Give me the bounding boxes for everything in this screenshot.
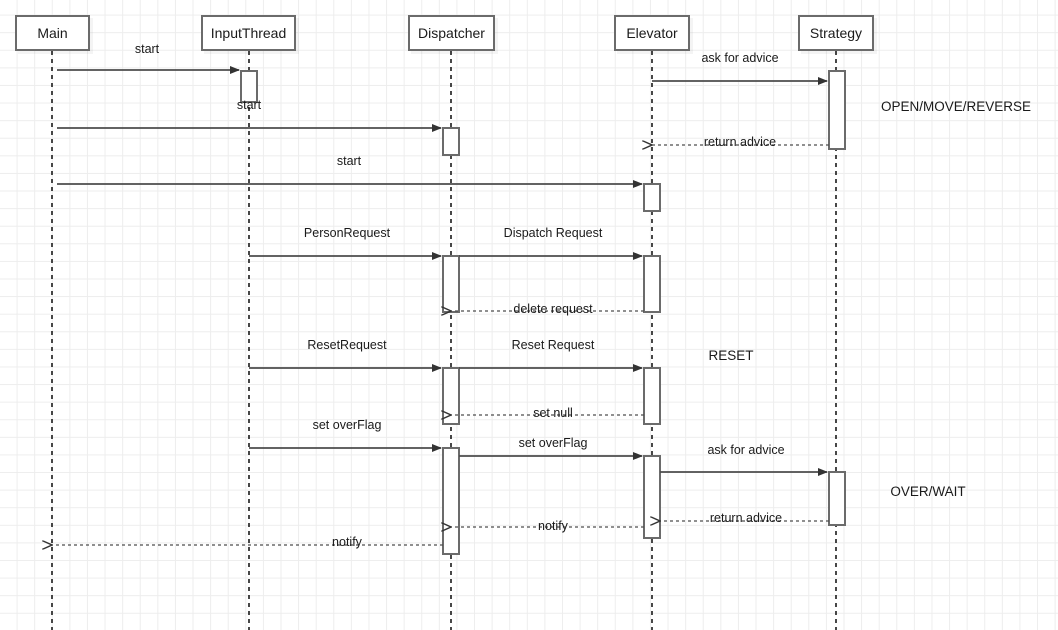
activation-elevator-dispatch [643, 255, 661, 313]
participant-label: Main [37, 25, 68, 41]
participant-box-inputthread[interactable]: InputThread [201, 15, 296, 51]
msg-set-null-label: set null [533, 406, 573, 420]
activation-strategy-advice-2 [828, 471, 846, 526]
activation-dispatcher-run [442, 127, 460, 156]
msg-start-inputthread-label: start [134, 42, 160, 56]
participant-box-dispatcher[interactable]: Dispatcher [408, 15, 495, 51]
msg-reset-request-label: ResetRequest [307, 338, 387, 352]
participant-label: Elevator [626, 25, 678, 41]
participant-box-elevator[interactable]: Elevator [614, 15, 690, 51]
activation-inputthread-run [240, 70, 258, 103]
note-open-move-reverse: OPEN/MOVE/REVERSE [880, 99, 1032, 114]
msg-dispatch-request-label: Dispatch Request [503, 226, 603, 240]
activation-dispatcher-person [442, 255, 460, 313]
participant-label: Dispatcher [418, 25, 485, 41]
msg-set-overflag-1-label: set overFlag [312, 418, 382, 432]
msg-set-overflag-2-label: set overFlag [518, 436, 588, 450]
msg-ask-for-advice-2-label: ask for advice [707, 443, 785, 457]
participant-box-strategy[interactable]: Strategy [798, 15, 874, 51]
participant-label: InputThread [210, 25, 287, 41]
msg-start-elevator-label: start [336, 154, 362, 168]
msg-return-advice-2-label: return advice [709, 511, 783, 525]
msg-reset-request-2-label: Reset Request [511, 338, 595, 352]
message-line-group [52, 66, 829, 545]
activation-strategy-advice-1 [828, 70, 846, 150]
msg-ask-for-advice-1-label: ask for advice [701, 51, 779, 65]
activation-elevator-over [643, 455, 661, 539]
participant-label: Strategy [809, 25, 863, 41]
activation-dispatcher-reset [442, 367, 460, 425]
activation-elevator-run [643, 183, 661, 212]
msg-notify-elevator-label: notify [538, 519, 568, 533]
msg-delete-request-label: delete request [513, 302, 593, 316]
note-reset: RESET [708, 348, 754, 363]
activation-group [240, 70, 846, 555]
activation-dispatcher-over [442, 447, 460, 555]
msg-return-advice-1-label: return advice [703, 135, 777, 149]
msg-notify-main-label: notify [332, 535, 362, 549]
msg-person-request-label: PersonRequest [303, 226, 391, 240]
participant-box-main[interactable]: Main [15, 15, 90, 51]
note-over-wait: OVER/WAIT [890, 484, 966, 499]
msg-start-dispatcher-label: start [236, 98, 262, 112]
activation-elevator-reset [643, 367, 661, 425]
